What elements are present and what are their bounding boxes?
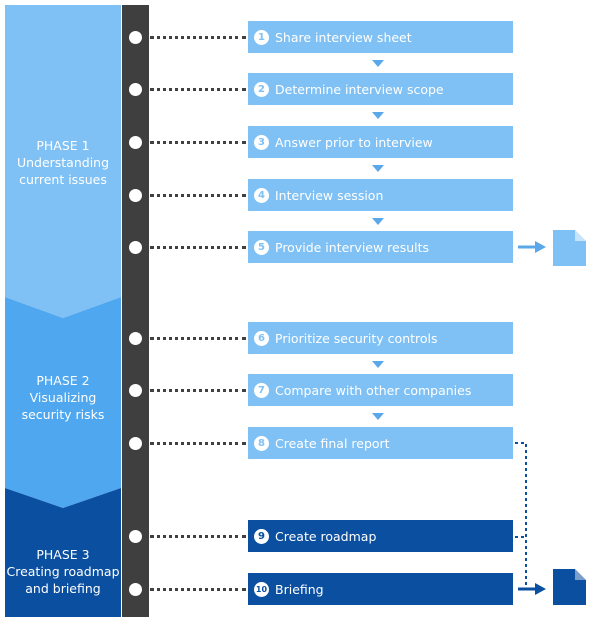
leader-6 [150, 337, 246, 340]
step-7: 7 Compare with other companies [248, 374, 513, 406]
leader-4 [150, 194, 246, 197]
step-6-number: 6 [254, 330, 269, 346]
step-7-label: Compare with other companies [275, 382, 472, 398]
step-5: 5 Provide interview results [248, 231, 513, 263]
flow-arrow-6-7 [372, 361, 384, 368]
phase-3-desc-line1: Creating roadmap [6, 564, 120, 579]
step-8-number: 8 [254, 435, 269, 451]
flow-arrow-1-2 [372, 60, 384, 67]
step-2: 2 Determine interview scope [248, 73, 513, 105]
phase-1-band [5, 5, 121, 318]
phase-2-title: PHASE 2 [36, 373, 90, 388]
results-arrow [518, 241, 546, 253]
leader-3 [150, 141, 246, 144]
step-1: 1 Share interview sheet [248, 21, 513, 53]
step-3-label: Answer prior to interview [275, 134, 433, 150]
leader-10 [150, 588, 246, 591]
phase-3-title: PHASE 3 [36, 547, 90, 562]
phase-1-desc-line2: current issues [19, 172, 107, 187]
leader-8 [150, 442, 246, 445]
final-arrow [518, 583, 546, 595]
timeline-dot-9 [129, 530, 142, 543]
timeline-dot-7 [129, 384, 142, 397]
phase-1-desc-line1: Understanding [16, 155, 110, 170]
flow-arrow-2-3 [372, 112, 384, 119]
step-8-label: Create final report [275, 435, 390, 451]
leader-9 [150, 535, 246, 538]
step-3: 3 Answer prior to interview [248, 126, 513, 158]
step-5-label: Provide interview results [275, 239, 430, 255]
step-9-label: Create roadmap [275, 528, 377, 544]
leader-7 [150, 389, 246, 392]
phase-1-title: PHASE 1 [36, 138, 90, 153]
phase-3-band [5, 488, 121, 617]
step-5-number: 5 [254, 239, 269, 255]
phase-3-desc-line2: and briefing [25, 581, 101, 596]
leader-2 [150, 88, 246, 91]
step-8: 8 Create final report [248, 427, 513, 459]
timeline-dot-3 [129, 136, 142, 149]
flow-arrow-7-8 [372, 413, 384, 420]
timeline-dot-4 [129, 189, 142, 202]
step-4-label: Interview session [275, 187, 384, 203]
timeline-dot-2 [129, 83, 142, 96]
leader-5 [150, 246, 246, 249]
timeline-dot-5 [129, 241, 142, 254]
step-4: 4 Interview session [248, 179, 513, 211]
step-4-number: 4 [254, 187, 269, 203]
timeline-dot-10 [129, 583, 142, 596]
step-6-label: Prioritize security controls [275, 330, 438, 346]
final-report-connector [515, 442, 527, 588]
flow-arrow-3-4 [372, 165, 384, 172]
step-9-number: 9 [254, 528, 269, 544]
phase-2-desc-line2: security risks [21, 407, 105, 422]
step-10-number: 10 [254, 581, 269, 597]
leader-1 [150, 36, 246, 39]
phase-2-band [5, 297, 121, 508]
step-1-label: Share interview sheet [275, 29, 412, 45]
step-3-number: 3 [254, 134, 269, 150]
timeline-dot-8 [129, 437, 142, 450]
document-icon [553, 230, 586, 266]
step-9: 9 Create roadmap [248, 520, 513, 552]
step-10: 10 Briefing [248, 573, 513, 605]
step-6: 6 Prioritize security controls [248, 322, 513, 354]
step-1-number: 1 [254, 29, 269, 45]
step-7-number: 7 [254, 382, 269, 398]
step-2-label: Determine interview scope [275, 81, 444, 97]
timeline-dot-6 [129, 332, 142, 345]
flow-arrow-4-5 [372, 218, 384, 225]
document-icon [553, 569, 586, 605]
phase-2-desc-line1: Visualizing [29, 390, 97, 405]
timeline-rail [122, 5, 149, 617]
step-2-number: 2 [254, 81, 269, 97]
timeline-dot-1 [129, 31, 142, 44]
step-10-label: Briefing [275, 581, 324, 597]
